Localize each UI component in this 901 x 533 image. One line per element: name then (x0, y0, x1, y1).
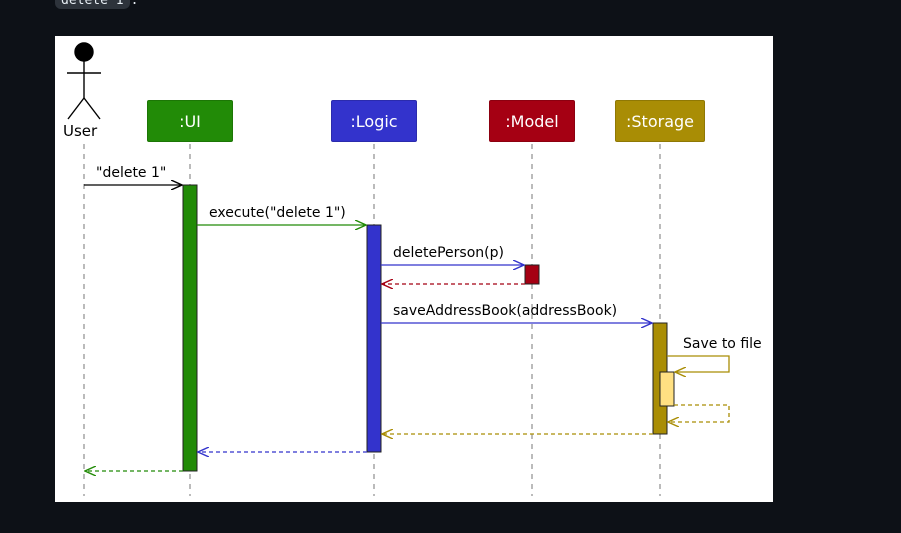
ui-activation-bar (182, 184, 198, 472)
message-label-delete-person: deletePerson(p) (393, 245, 504, 261)
inline-code-snippet: delete 1 (55, 0, 130, 9)
participant-box-model: :Model (489, 100, 575, 142)
message-label-save-address-book: saveAddressBook(addressBook) (393, 303, 618, 319)
inline-code-suffix: . (130, 0, 139, 8)
self-return-arrow-storage (668, 404, 730, 422)
message-label-execute: execute("delete 1") (209, 205, 346, 221)
message-label-save-to-file: Save to file (683, 336, 762, 352)
user-actor-label: User (63, 122, 98, 140)
self-call-arrow-save-to-file (667, 355, 730, 372)
storage-self-activation-bar (659, 371, 675, 407)
user-actor-icon (67, 42, 101, 120)
participant-box-ui: :UI (147, 100, 233, 142)
participant-box-logic: :Logic (331, 100, 417, 142)
sequence-diagram: User :UI :Logic :Model :Storage "delete … (55, 36, 773, 502)
message-label-delete-1: "delete 1" (96, 165, 167, 181)
sequence-diagram-canvas (67, 42, 730, 496)
inline-code-line: delete 1 . (55, 0, 138, 9)
logic-activation-bar (366, 224, 382, 453)
model-activation-bar (524, 264, 540, 285)
participant-box-storage: :Storage (615, 100, 705, 142)
